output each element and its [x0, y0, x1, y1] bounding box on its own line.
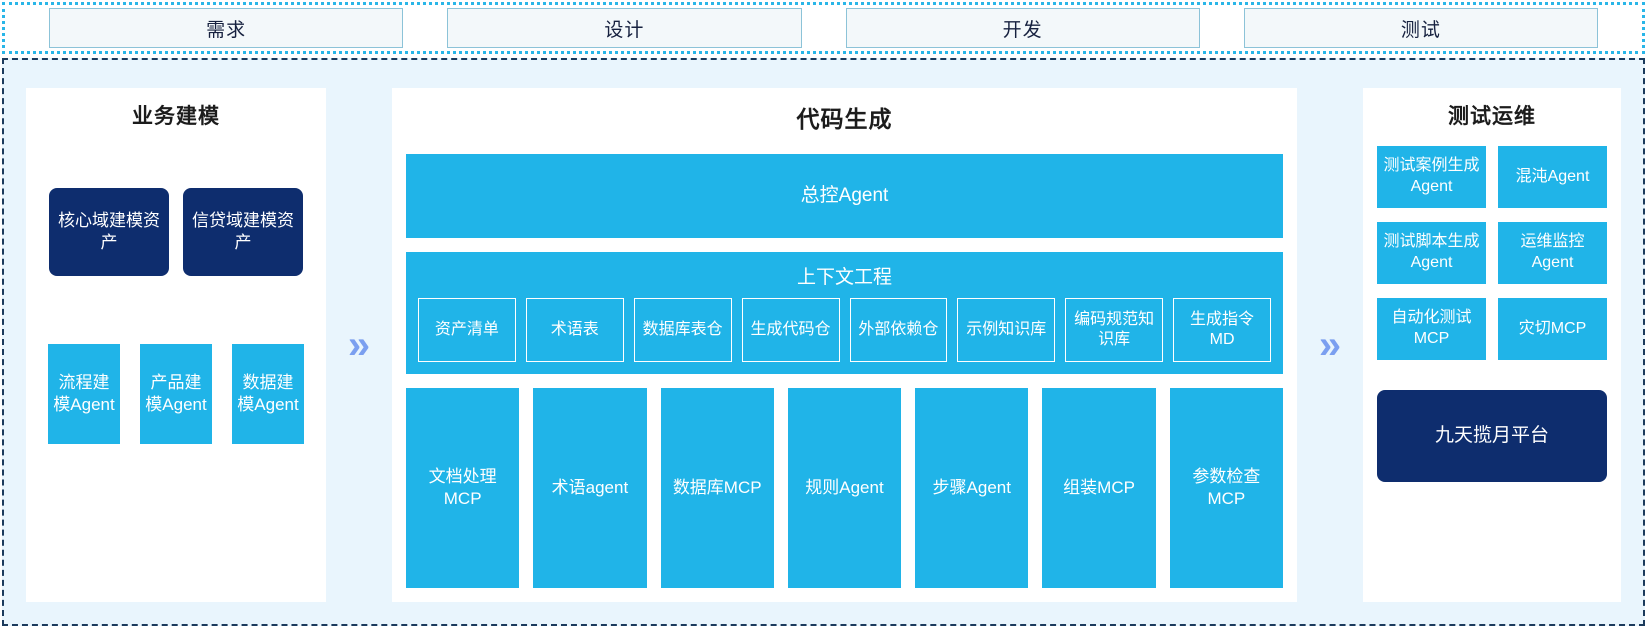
testops-test-script-generation-agent[interactable]: 测试脚本生成Agent	[1377, 222, 1486, 284]
panel-title-business-modeling: 业务建模	[132, 105, 220, 128]
chevron-right-icon-2: »	[1318, 323, 1342, 367]
testops-ops-monitoring-agent[interactable]: 运维监控Agent	[1498, 222, 1607, 284]
testops-automated-testing-mcp[interactable]: 自动化测试MCP	[1377, 298, 1486, 360]
phase-box-design[interactable]: 设计	[447, 8, 802, 48]
panel-title-test-ops: 测试运维	[1448, 105, 1536, 128]
testops-chaos-agent[interactable]: 混沌Agent	[1498, 146, 1607, 208]
agent-process-modeling[interactable]: 流程建模Agent	[48, 344, 120, 444]
context-item-asset-list[interactable]: 资产清单	[418, 298, 516, 362]
asset-credit-domain[interactable]: 信贷域建模资产	[183, 188, 303, 276]
testops-disaster-switch-mcp[interactable]: 灾切MCP	[1498, 298, 1607, 360]
tool-assembly-mcp[interactable]: 组装MCP	[1042, 388, 1156, 588]
agent-data-modeling[interactable]: 数据建模Agent	[232, 344, 304, 444]
tool-database-mcp[interactable]: 数据库MCP	[660, 388, 774, 588]
context-item-glossary[interactable]: 术语表	[525, 298, 624, 362]
tool-rule-agent[interactable]: 规则Agent	[787, 388, 902, 588]
tool-glossary-agent[interactable]: 术语agent	[533, 388, 647, 588]
phase-box-requirements[interactable]: 需求	[49, 8, 404, 48]
testops-test-case-generation-agent[interactable]: 测试案例生成Agent	[1377, 146, 1486, 208]
agent-product-modeling[interactable]: 产品建模Agent	[140, 344, 212, 444]
context-engineering-title: 上下文工程	[796, 267, 892, 288]
context-items-row: 资产清单 术语表 数据库表仓 生成代码仓 外部依赖仓 示例知识库 编码规范知识库…	[418, 298, 1271, 362]
context-item-generated-code-repo[interactable]: 生成代码仓	[741, 298, 840, 362]
architecture-canvas: 业务建模 核心域建模资产 信贷域建模资产 流程建模Agent 产品建模Agent…	[2, 58, 1645, 626]
tool-step-agent[interactable]: 步骤Agent	[915, 388, 1029, 588]
panel-code-generation: 代码生成 总控Agent 上下文工程 资产清单 术语表 数据库表仓 生成代码仓 …	[392, 88, 1297, 602]
master-agent-box[interactable]: 总控Agent	[406, 154, 1283, 238]
panel-title-code-generation: 代码生成	[796, 106, 893, 132]
tool-document-processing-mcp[interactable]: 文档处理MCP	[406, 388, 520, 588]
business-asset-row: 核心域建模资产 信贷域建模资产	[40, 188, 312, 276]
context-item-coding-standard-knowledge-base[interactable]: 编码规范知识库	[1065, 298, 1164, 362]
phase-box-development[interactable]: 开发	[845, 8, 1200, 48]
phase-box-testing[interactable]: 测试	[1243, 8, 1598, 48]
tool-parameter-check-mcp[interactable]: 参数检查MCP	[1169, 388, 1283, 588]
context-item-example-knowledge-base[interactable]: 示例知识库	[957, 298, 1056, 362]
phase-strip: 需求 设计 开发 测试	[2, 2, 1645, 54]
context-item-db-table-repo[interactable]: 数据库表仓	[633, 298, 732, 362]
context-item-generation-instruction-md[interactable]: 生成指令MD	[1173, 298, 1271, 362]
chevron-right-icon-1: »	[347, 323, 371, 367]
platform-box[interactable]: 九天揽月平台	[1377, 390, 1607, 482]
test-ops-grid: 测试案例生成Agent 混沌Agent 测试脚本生成Agent 运维监控Agen…	[1377, 146, 1607, 360]
context-engineering-block: 上下文工程 资产清单 术语表 数据库表仓 生成代码仓 外部依赖仓 示例知识库 编…	[406, 252, 1283, 374]
asset-core-domain[interactable]: 核心域建模资产	[49, 188, 169, 276]
context-item-external-dependency-repo[interactable]: 外部依赖仓	[849, 298, 948, 362]
business-agent-row: 流程建模Agent 产品建模Agent 数据建模Agent	[40, 344, 312, 444]
panel-test-ops: 测试运维 测试案例生成Agent 混沌Agent 测试脚本生成Agent 运维监…	[1363, 88, 1621, 602]
tool-row: 文档处理MCP 术语agent 数据库MCP 规则Agent 步骤Agent 组…	[406, 388, 1283, 588]
panel-business-modeling: 业务建模 核心域建模资产 信贷域建模资产 流程建模Agent 产品建模Agent…	[26, 88, 326, 602]
